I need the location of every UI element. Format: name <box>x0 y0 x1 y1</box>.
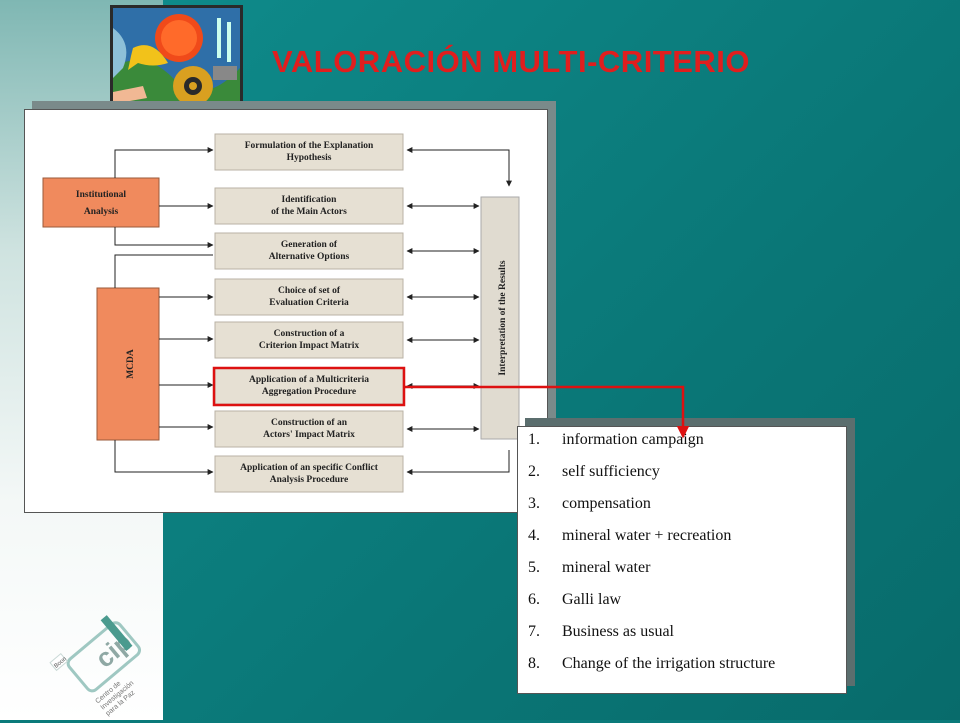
step-6-line-2: Aggregation Procedure <box>262 387 356 397</box>
step-3-line-2: Alternative Options <box>269 252 350 262</box>
alternative-text: information campaign <box>562 431 704 448</box>
institutional-analysis-box <box>42 177 160 228</box>
alternative-item: 2. self sufficiency <box>528 463 660 481</box>
step-5-line-2: Criterion Impact Matrix <box>259 341 359 351</box>
step-8-line-1: Application of an specific Conflict <box>240 463 379 473</box>
alternative-text: Galli law <box>562 591 622 608</box>
step-2-line-2: of the Main Actors <box>271 207 347 217</box>
alternative-number: 4. <box>528 527 540 544</box>
step-2-line-1: Identification <box>282 195 338 205</box>
connector-mcda-top <box>114 254 213 288</box>
institutional-label-1: Institutional <box>76 190 127 200</box>
process-diagram: Institutional Analysis MCDA Interpretati… <box>24 109 548 513</box>
alternative-number: 1. <box>528 431 540 448</box>
step-3-line-1: Generation of <box>281 240 338 250</box>
alternative-item: 1. information campaign <box>528 431 704 449</box>
alternative-item: 8. Change of the irrigation structure <box>528 655 775 673</box>
step-box-2 <box>214 187 404 225</box>
alternative-number: 8. <box>528 655 540 672</box>
alternative-number: 7. <box>528 623 540 640</box>
alternatives-list: 1. information campaign 2. self sufficiency… <box>517 426 847 694</box>
alternative-item: 3. compensation <box>528 495 651 513</box>
alternative-item: 4. mineral water + recreation <box>528 527 731 545</box>
step-1-line-1: Formulation of the Explanation <box>245 141 374 151</box>
alternative-text: Change of the irrigation structure <box>562 655 776 672</box>
mcda-box <box>96 287 160 441</box>
slide-title: VALORACIÓN MULTI-CRITERIO <box>272 44 751 79</box>
step-6-line-1: Application of a Multicriteria <box>249 375 369 385</box>
alternative-text: mineral water <box>562 559 651 576</box>
process-diagram-svg: Institutional Analysis MCDA Interpretati… <box>42 133 520 493</box>
connector-to-step-1 <box>114 147 214 178</box>
sun-fish-gear-illustration <box>113 8 240 110</box>
alternative-text: mineral water + recreation <box>562 527 732 544</box>
alternative-item: 6. Galli law <box>528 591 621 609</box>
alternative-text: self sufficiency <box>562 463 660 480</box>
step-box-8 <box>214 455 404 493</box>
alternative-text: compensation <box>562 495 651 512</box>
step-8-line-2: Analysis Procedure <box>270 475 349 485</box>
highlight-box <box>212 366 406 407</box>
connector-to-step-8 <box>114 440 214 475</box>
mcda-label: MCDA <box>126 349 136 379</box>
interpretation-box <box>480 196 520 440</box>
step-box-5 <box>214 321 404 359</box>
alternative-text: Business as usual <box>562 623 674 640</box>
step-box-1 <box>214 133 404 171</box>
institutional-label-2: Analysis <box>84 207 119 217</box>
step-4-line-1: Choice of set of <box>278 286 341 296</box>
alternative-number: 2. <box>528 463 540 480</box>
cip-logo-mark: Boon cip Centro de Investigación para la… <box>49 615 142 718</box>
step-7-line-1: Construction of an <box>271 418 348 428</box>
interpretation-label: Interpretation of the Results <box>498 260 508 375</box>
illustration-tile <box>110 5 243 113</box>
connector-to-step-3 <box>114 227 214 248</box>
step-1-line-2: Hypothesis <box>287 153 332 163</box>
step-7-line-2: Actors' Impact Matrix <box>263 430 355 440</box>
step-box-4 <box>214 278 404 316</box>
alternative-number: 6. <box>528 591 540 608</box>
alternative-item: 7. Business as usual <box>528 623 674 641</box>
top-loop-arrow <box>406 147 512 187</box>
step-4-line-2: Evaluation Criteria <box>269 298 349 308</box>
step-box-7 <box>214 410 404 448</box>
step-boxes: Formulation of the ExplanationHypothesis… <box>214 133 404 493</box>
highlight-arrow <box>404 385 690 439</box>
step-5-line-1: Construction of a <box>274 329 345 339</box>
bottom-loop-arrow <box>406 450 510 475</box>
cip-logo: Boon cip Centro de Investigación para la… <box>40 600 160 718</box>
step-box-3 <box>214 232 404 270</box>
alternative-item: 5. mineral water <box>528 559 650 577</box>
alternative-number: 5. <box>528 559 540 576</box>
alternative-number: 3. <box>528 495 540 512</box>
